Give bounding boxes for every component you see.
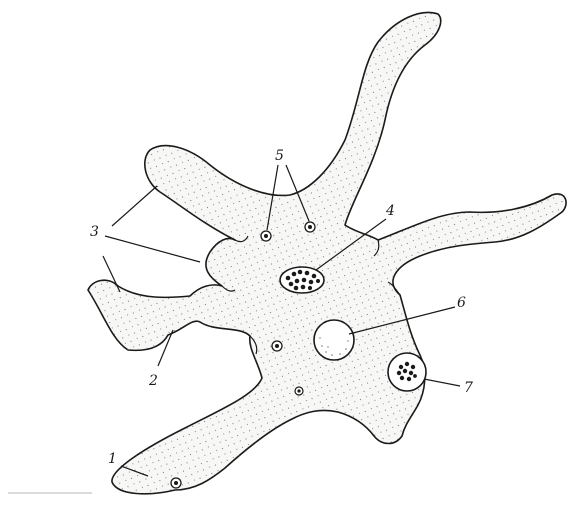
label-3: 3 bbox=[90, 224, 99, 240]
cytoplasm-granule bbox=[295, 387, 303, 395]
food-vacuole bbox=[388, 353, 426, 391]
label-1: 1 bbox=[108, 451, 117, 467]
label-7: 7 bbox=[464, 380, 473, 396]
leader-line-7 bbox=[424, 379, 460, 386]
label-2: 2 bbox=[148, 373, 158, 389]
leader-line-3b bbox=[105, 236, 200, 262]
cytoplasm-granule bbox=[171, 478, 181, 488]
label-6: 6 bbox=[457, 295, 466, 311]
label-5: 5 bbox=[275, 148, 284, 164]
cytoplasm-granule bbox=[261, 231, 271, 241]
leader-line-3a bbox=[112, 186, 157, 226]
contractile-vacuole bbox=[314, 320, 354, 360]
cytoplasm-granule bbox=[272, 341, 282, 351]
cytoplasm-granule bbox=[305, 222, 315, 232]
cytoplasm-stipple bbox=[80, 0, 571, 506]
label-4: 4 bbox=[385, 203, 395, 219]
